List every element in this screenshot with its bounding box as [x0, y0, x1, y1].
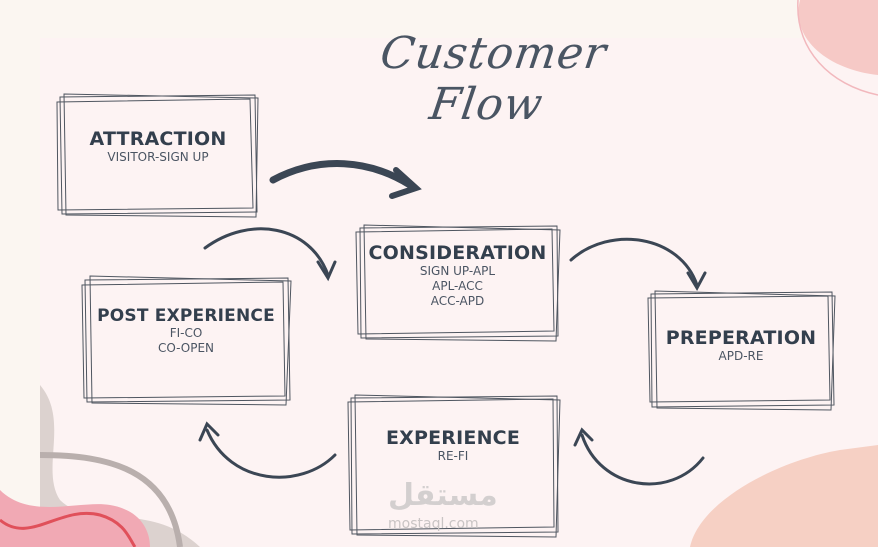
stage-detail: APL-ACC: [432, 279, 483, 293]
pink-blob-top-right: [798, 0, 878, 75]
stage-detail: FI-CO: [169, 326, 203, 340]
arrow-experience-to-post: [205, 428, 337, 479]
arrow-post-to-consideration: [203, 227, 330, 277]
preperation-frame: [647, 290, 836, 411]
stage-heading: POST EXPERIENCE: [97, 306, 275, 326]
red-line-bottom-left: [0, 511, 137, 547]
attraction-frame: [56, 93, 259, 218]
stage-experience: EXPERIENCE RE-FI: [352, 405, 554, 525]
stage-detail: VISITOR-SIGN UP: [107, 149, 209, 164]
peach-blob-bottom-right: [690, 445, 878, 547]
stage-heading: CONSIDERATION: [368, 242, 547, 264]
stage-attraction: ATTRACTION VISITOR-SIGN UP: [62, 100, 254, 210]
watermark-logo: مستقل: [388, 478, 498, 513]
stage-detail: CO-OPEN: [157, 341, 215, 355]
consideration-frame: [355, 224, 561, 342]
arrow-consideration-to-preperation: [569, 237, 699, 287]
arrow-preperation-to-experience: [580, 433, 705, 486]
stage-post-experience: POST EXPERIENCE FI-CO CO-OPEN: [86, 284, 286, 396]
stage-detail: ACC-APD: [430, 294, 485, 308]
stage-preperation: PREPERATION APD-RE: [652, 298, 830, 402]
experience-frame: [347, 394, 561, 538]
pink-blob-bottom-left: [0, 490, 150, 547]
stage-heading: PREPERATION: [665, 326, 817, 349]
gray-curve-bottom-left: [39, 452, 183, 547]
stage-detail: APD-RE: [718, 348, 764, 363]
watermark-url: mostaql.com: [388, 516, 479, 532]
stage-heading: EXPERIENCE: [385, 427, 521, 449]
arrow-attraction-to-consideration: [269, 160, 414, 189]
pink-outline-top-right: [797, 0, 878, 96]
stage-heading: ATTRACTION: [89, 127, 227, 150]
stage-detail: SIGN UP-APL: [419, 264, 496, 278]
background-panel: [40, 38, 878, 547]
page-title: Customer Flow: [377, 28, 610, 130]
post-experience-frame: [81, 275, 292, 406]
stage-detail: RE-FI: [437, 449, 469, 463]
stage-consideration: CONSIDERATION SIGN UP-APL APL-ACC ACC-AP…: [360, 236, 555, 332]
